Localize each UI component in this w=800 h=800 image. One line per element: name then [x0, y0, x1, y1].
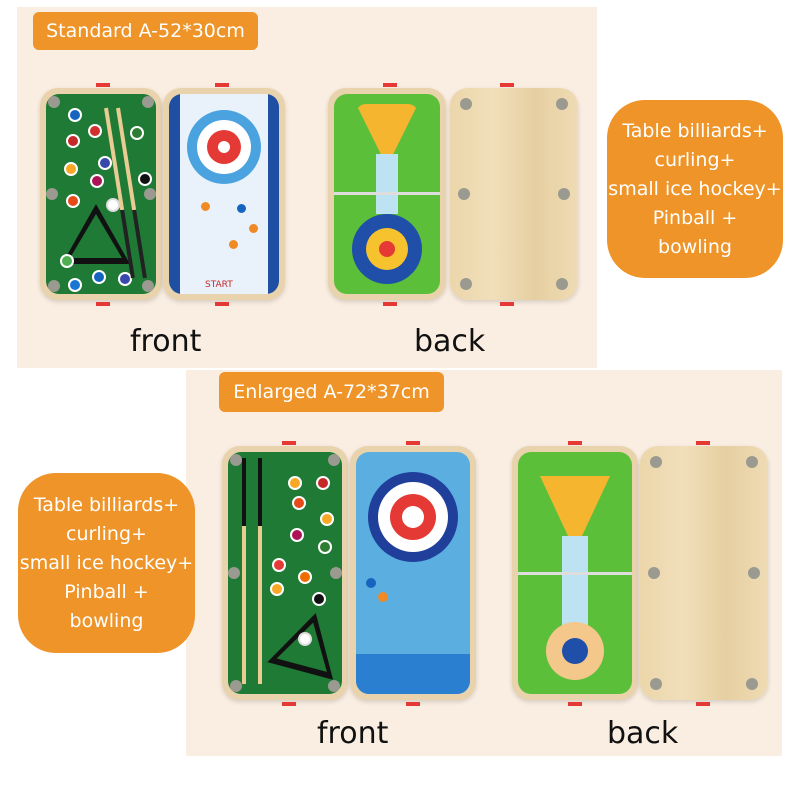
standard-wood-back [450, 88, 578, 300]
enlarged-pinball-bowling-board [512, 446, 638, 700]
standard-features-pill: Table billiards+ curling+ small ice hock… [607, 100, 783, 278]
feature-text: curling+ [654, 148, 736, 171]
feature-text: Pinball + [652, 206, 738, 229]
feature-text: Table billiards+ [622, 119, 768, 142]
feature-text: curling+ [66, 522, 147, 545]
enlarged-billiards-board [222, 446, 348, 700]
enlarged-wood-back [640, 446, 768, 700]
enlarged-curling-board [350, 446, 476, 700]
feature-text: Pinball + [64, 580, 149, 603]
standard-back-label: back [414, 324, 486, 359]
enlarged-front-label: front [317, 716, 389, 751]
feature-text: small ice hockey+ [608, 177, 782, 200]
start-label: START [205, 280, 233, 290]
feature-text: bowling [658, 235, 732, 258]
standard-front-label: front [130, 324, 202, 359]
standard-billiards-board [40, 88, 162, 300]
feature-text: bowling [69, 609, 144, 632]
enlarged-back-label: back [607, 716, 679, 751]
feature-text: Table billiards+ [33, 493, 180, 516]
enlarged-size-badge: Enlarged A-72*37cm [219, 372, 444, 412]
feature-text: small ice hockey+ [19, 551, 194, 574]
standard-curling-board: START [163, 88, 285, 300]
enlarged-features-pill: Table billiards+ curling+ small ice hock… [18, 473, 195, 653]
standard-size-badge: Standard A-52*30cm [33, 12, 258, 50]
standard-pinball-bowling-board [328, 88, 446, 300]
